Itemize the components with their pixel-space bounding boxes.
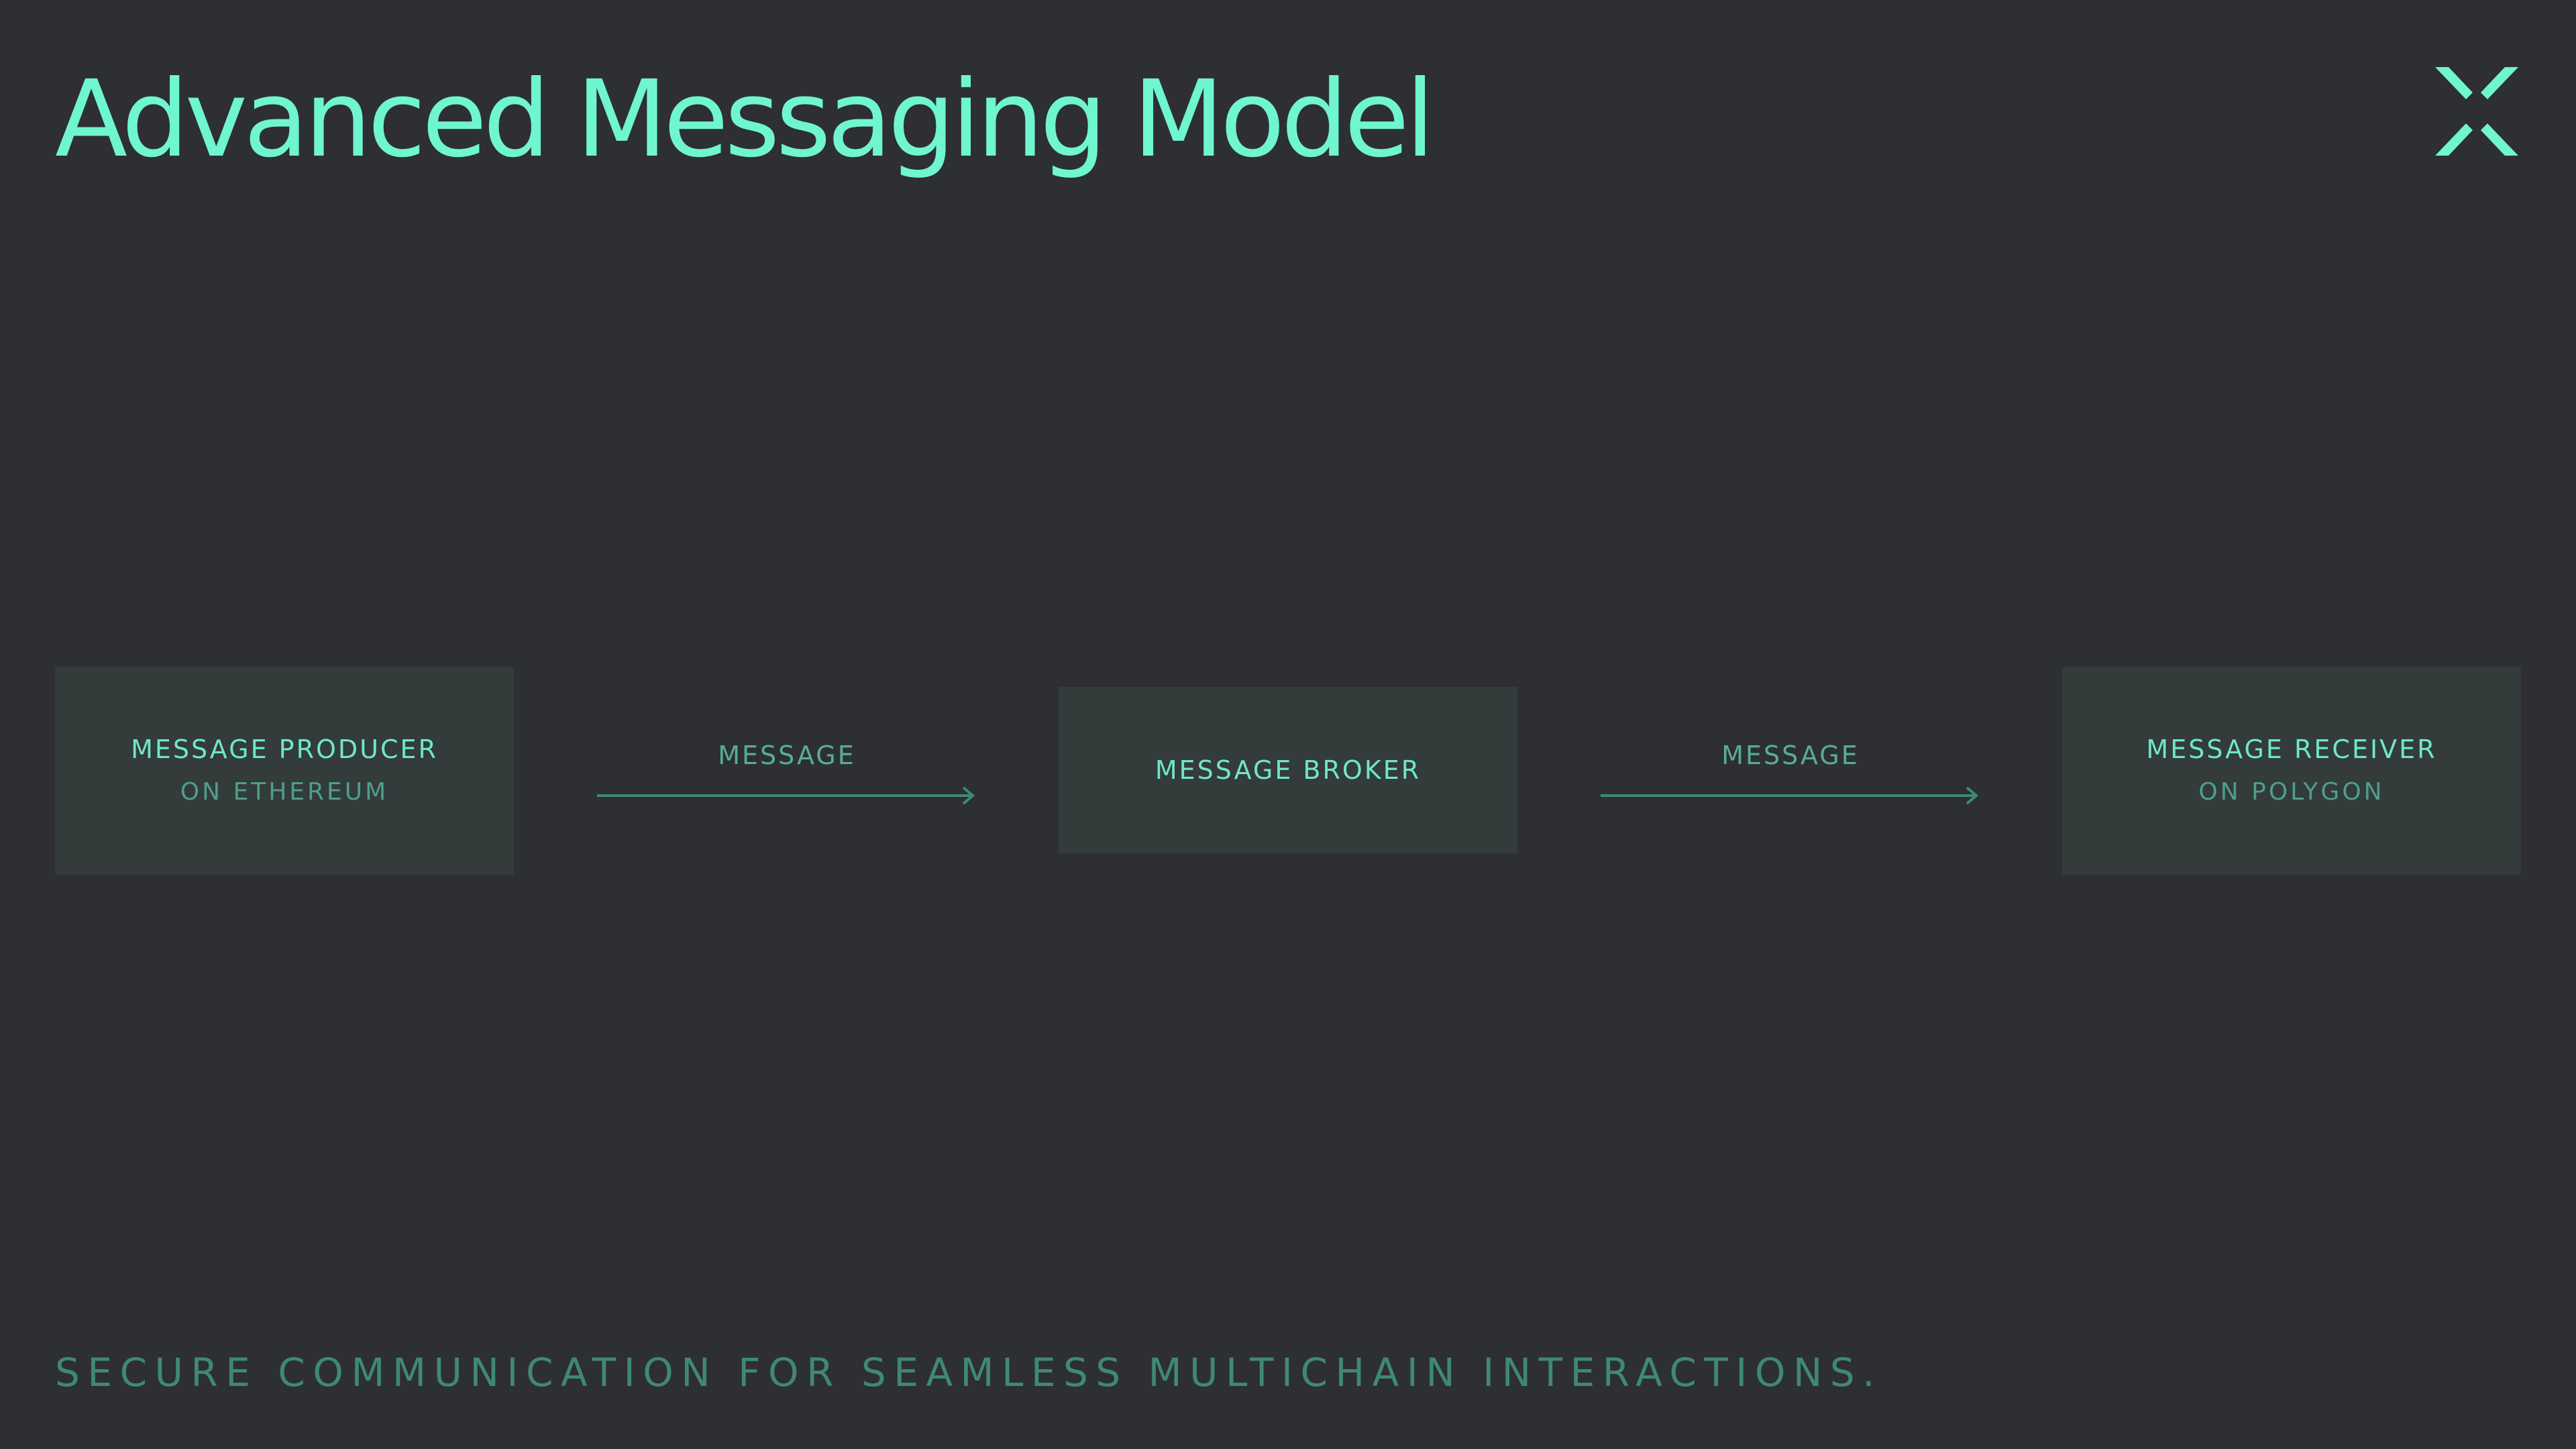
edge-label: MESSAGE xyxy=(718,741,856,770)
edge-broker-to-receiver: MESSAGE xyxy=(1601,735,1980,816)
node-title: MESSAGE PRODUCER xyxy=(131,735,438,764)
edge-label: MESSAGE xyxy=(1721,741,1860,770)
x-logo-icon xyxy=(2435,67,2518,156)
node-subtitle: ON POLYGON xyxy=(2198,778,2385,806)
arrow-right-icon xyxy=(597,786,975,805)
node-message-producer: MESSAGE PRODUCER ON ETHEREUM xyxy=(55,667,514,875)
edge-producer-to-broker: MESSAGE xyxy=(597,735,977,816)
tagline: SECURE COMMUNICATION FOR SEAMLESS MULTIC… xyxy=(55,1350,1883,1395)
arrow-right-icon xyxy=(1601,786,1979,805)
node-title: MESSAGE BROKER xyxy=(1155,755,1421,785)
node-message-receiver: MESSAGE RECEIVER ON POLYGON xyxy=(2062,667,2521,875)
page-title: Advanced Messaging Model xyxy=(55,58,1435,181)
node-subtitle: ON ETHEREUM xyxy=(180,778,389,806)
node-title: MESSAGE RECEIVER xyxy=(2146,735,2437,764)
node-message-broker: MESSAGE BROKER xyxy=(1059,687,1517,853)
